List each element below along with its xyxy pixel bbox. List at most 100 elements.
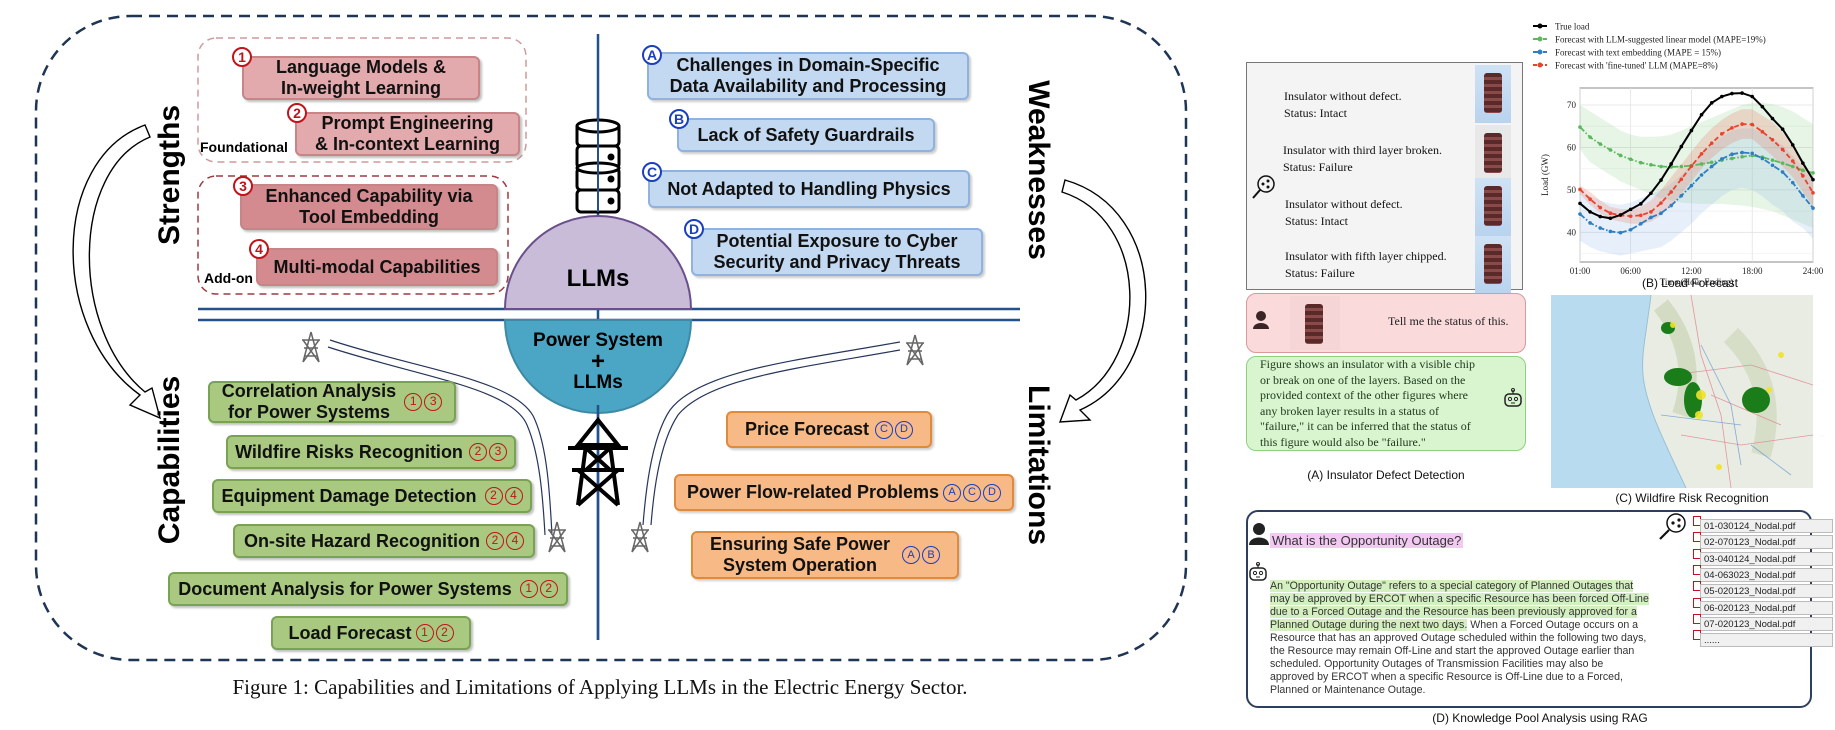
data-point: [1598, 214, 1603, 219]
y-axis-label: Load (GW): [1540, 154, 1550, 196]
data-point: [1638, 160, 1643, 165]
example-3-line1: Insulator without defect.: [1285, 197, 1403, 211]
data-point: [1770, 163, 1775, 168]
limitation-2-line1: Power Flow-related Problems: [686, 482, 940, 503]
data-point: [1709, 101, 1714, 105]
data-point: [1699, 112, 1704, 117]
data-point: [1588, 210, 1592, 214]
main-figure: Strengths Capabilities Weaknesses Limita…: [34, 14, 1188, 699]
label-capabilities: Capabilities: [153, 375, 186, 545]
insulator-example-2: Insulator with third layer broken. Statu…: [1283, 142, 1442, 176]
strength-badge-2: 2: [287, 103, 307, 123]
data-point: [1618, 153, 1623, 158]
strength-2-line2: & In-context Learning: [314, 134, 500, 154]
center-power-system-label: Power System + LLMs: [510, 330, 686, 393]
strength-3-line1: Enhanced Capability via: [265, 186, 473, 207]
arrow-strengths-to-capabilities: [72, 124, 162, 420]
x-tick-label: 01:00: [1570, 266, 1591, 276]
data-point: [1740, 150, 1744, 155]
confidence-band: [1580, 109, 1813, 224]
power-line-right: [642, 341, 901, 526]
bot-reply-bubble: [1246, 356, 1526, 451]
data-point: [1780, 161, 1785, 165]
capability-6-line1: Load Forecast: [288, 622, 412, 643]
panel-d-caption: (D) Knowledge Pool Analysis using RAG: [1432, 711, 1648, 725]
x-tick-label: 06:00: [1620, 266, 1641, 276]
example-1-line1: Insulator without defect.: [1284, 89, 1402, 103]
ref-badge: 2: [486, 532, 505, 550]
weakness-a-line1: Challenges in Domain-Specific: [676, 55, 940, 76]
y-tick-label: 70: [1567, 100, 1577, 110]
weakness-badge-d: D: [684, 219, 704, 239]
file-list-item[interactable]: 05-020123_Nodal.pdf: [1700, 584, 1833, 599]
ref-badge: 2: [435, 624, 454, 642]
data-point: [1659, 211, 1663, 215]
insulator-image-3: [1475, 178, 1511, 236]
file-list-item[interactable]: 07-020123_Nodal.pdf: [1700, 616, 1833, 631]
data-point: [1730, 152, 1734, 157]
file-list-item[interactable]: 06-020123_Nodal.pdf: [1700, 600, 1833, 615]
file-list-item[interactable]: ......: [1700, 633, 1833, 648]
data-point: [1588, 135, 1592, 140]
ref-badge: 4: [506, 532, 525, 550]
legend-marker: [1537, 36, 1543, 42]
weakness-b-line1: Lack of Safety Guardrails: [697, 124, 915, 145]
example-1-line2: Status: Intact: [1284, 106, 1347, 120]
legend-marker: [1537, 49, 1543, 55]
data-point: [1720, 132, 1724, 136]
data-point: [1760, 156, 1765, 161]
data-point: [1638, 222, 1643, 226]
data-point: [1608, 216, 1613, 221]
query-insulator-image: [1290, 296, 1340, 350]
legend-marker: [1537, 23, 1543, 29]
data-point: [1720, 94, 1724, 99]
data-point: [1659, 201, 1663, 205]
y-tick-label: 60: [1567, 142, 1577, 152]
data-point: [1628, 227, 1633, 232]
user-prompt-text: Tell me the status of this.: [1388, 314, 1509, 328]
confidence-band: [1580, 128, 1813, 256]
data-point: [1679, 144, 1684, 149]
weakness-box-b: Lack of Safety Guardrails: [677, 118, 935, 152]
data-point: [1689, 183, 1694, 188]
file-list-item[interactable]: 03-040124_Nodal.pdf: [1700, 551, 1833, 566]
data-point: [1709, 160, 1714, 165]
ref-badge: 2: [468, 443, 487, 461]
ref-badge: B: [922, 546, 941, 564]
data-point: [1699, 151, 1704, 156]
file-list-item[interactable]: 04-063023_Nodal.pdf: [1700, 567, 1833, 582]
file-list-item[interactable]: 02-070123_Nodal.pdf: [1700, 535, 1833, 550]
weakness-box-c: Not Adapted to Handling Physics: [648, 170, 970, 208]
center-line2: LLMs: [573, 372, 623, 393]
data-point: [1709, 141, 1714, 145]
data-point: [1649, 163, 1653, 167]
weakness-a-line2: Data Availability and Processing: [669, 76, 947, 96]
data-point: [1608, 229, 1613, 234]
ref-badge: C: [963, 483, 982, 502]
weakness-badge-a: A: [642, 45, 662, 65]
example-2-line1: Insulator with third layer broken.: [1283, 143, 1442, 157]
series-line: [1579, 126, 1814, 174]
insulator-example-3: Insulator without defect. Status: Intact: [1285, 196, 1403, 230]
data-point: [1649, 210, 1653, 214]
data-point: [1811, 177, 1815, 182]
legend-label: Forecast with LLM-suggested linear model…: [1555, 35, 1766, 45]
data-point: [1638, 202, 1643, 206]
ref-badge: 4: [504, 487, 523, 505]
data-point: [1618, 230, 1623, 235]
panel-a-caption: (A) Insulator Defect Detection: [1307, 468, 1465, 482]
wildfire-map: [1551, 295, 1813, 488]
center-plus: +: [590, 348, 605, 375]
limitation-1-line1: Price Forecast: [744, 419, 870, 440]
file-list-item[interactable]: 01-030124_Nodal.pdf: [1700, 519, 1833, 533]
group-label-foundational: Foundational: [200, 139, 288, 155]
label-weaknesses: Weaknesses: [1022, 80, 1055, 260]
limitation-3-line2: System Operation: [722, 555, 878, 575]
arrow-weaknesses-to-limitations: [1058, 179, 1147, 423]
rag-question: What is the Opportunity Outage?: [1270, 533, 1464, 548]
y-tick-label: 40: [1567, 227, 1577, 237]
insulator-image-1: [1475, 65, 1511, 123]
